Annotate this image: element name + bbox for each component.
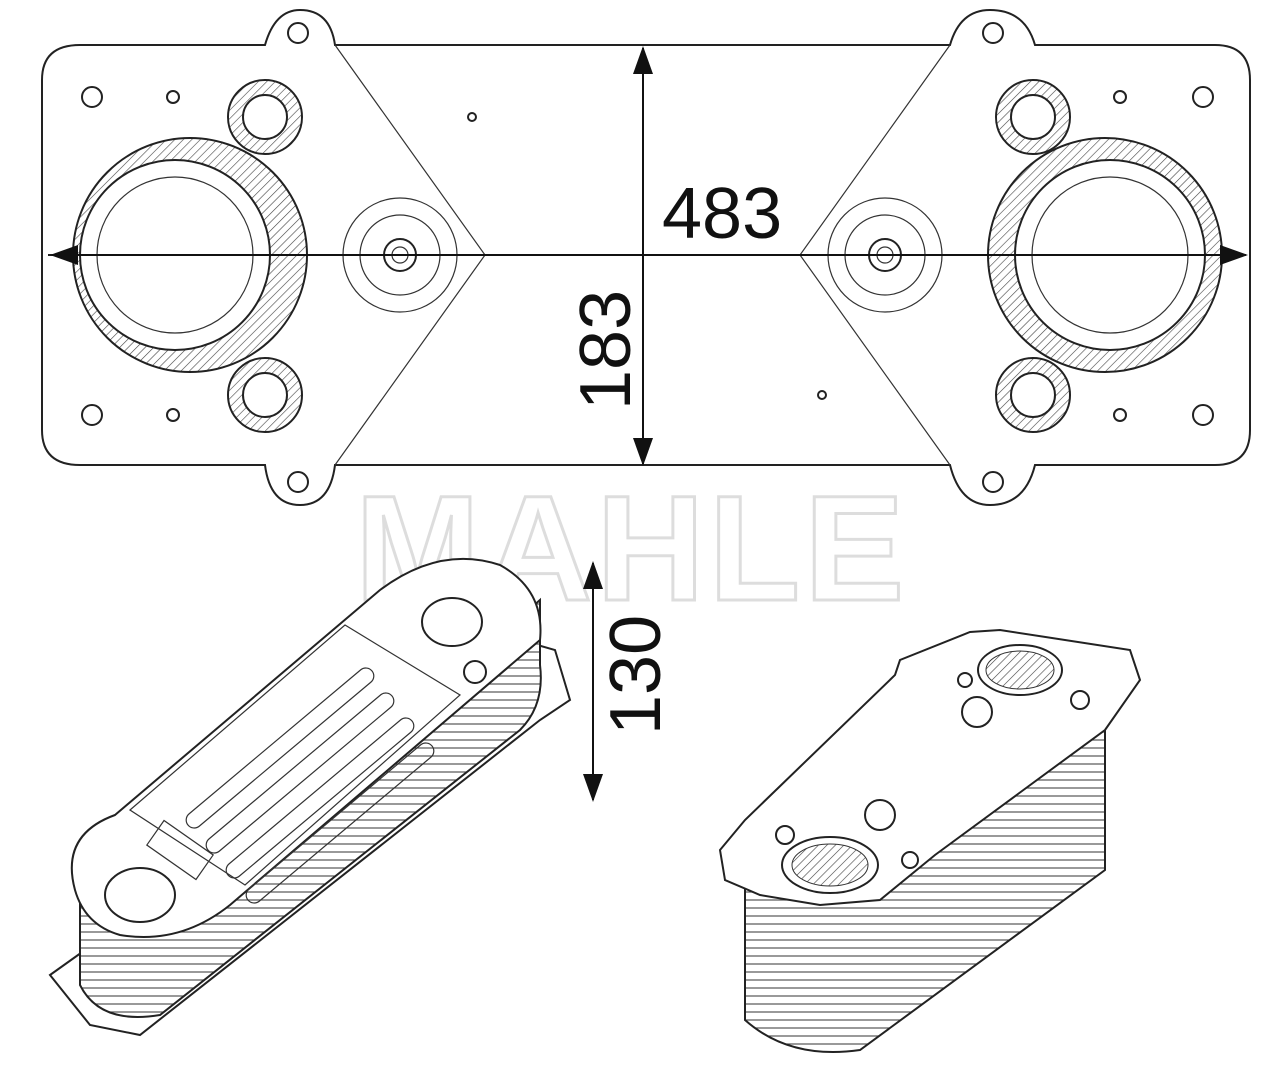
- iso-view-left: [48, 557, 572, 1037]
- iso-view-right: [718, 628, 1142, 1053]
- top-view: 483 183: [41, 8, 1251, 507]
- dimension-depth-label: 130: [596, 615, 676, 735]
- dimension-width-label: 483: [662, 174, 782, 254]
- plate-outline: [41, 8, 1251, 507]
- dimension-height-label: 183: [566, 290, 646, 410]
